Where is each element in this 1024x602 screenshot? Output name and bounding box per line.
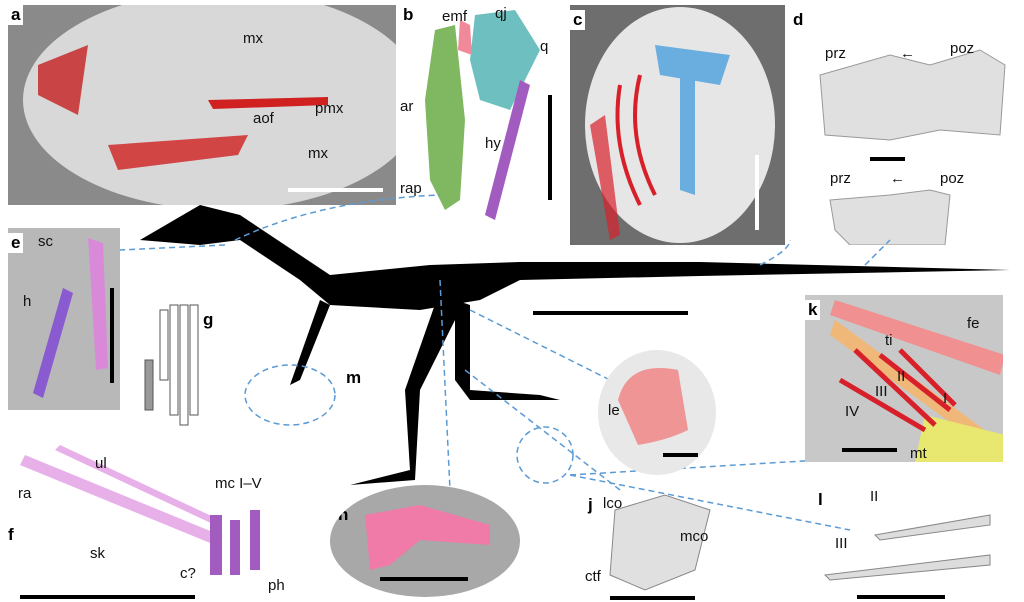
label-IV: IV: [845, 403, 860, 420]
label-ti: ti: [885, 332, 893, 349]
label-II: II: [870, 488, 879, 505]
scale-bar: [857, 595, 945, 599]
panel-e-shoulder: e sc h: [8, 228, 120, 410]
scale-bar: [380, 577, 468, 581]
label-ar: ar: [400, 98, 414, 115]
label-hy: hy: [485, 135, 501, 152]
panel-f-forearm: f ul ra mc I–V sk c? ph: [0, 425, 300, 602]
panel-letter: l: [815, 490, 826, 510]
label-lco: lco: [603, 495, 623, 512]
label-prz-2: prz: [830, 170, 851, 187]
scale-bar: [842, 448, 897, 452]
label-sk: sk: [90, 545, 105, 562]
label-rap: rap: [400, 180, 422, 197]
scale-bar: [110, 288, 114, 383]
panel-letter: j: [585, 495, 596, 515]
scale-bar: [288, 188, 383, 192]
label-q: q: [540, 38, 549, 55]
label-prz: prz: [825, 45, 846, 62]
label-mco: mco: [680, 528, 709, 545]
label-ul: ul: [95, 455, 107, 472]
label-mt: mt: [910, 445, 927, 462]
scale-bar: [20, 595, 195, 599]
arrow-anterior-2: ←: [890, 170, 905, 187]
label-mc: mc I–V: [215, 475, 262, 492]
panel-letter: c: [570, 10, 586, 30]
panel-letter: k: [805, 300, 821, 320]
skeleton-scale-bar: [533, 311, 688, 315]
panel-letter: f: [5, 525, 17, 545]
panel-letter: a: [8, 5, 24, 25]
label-poz: poz: [950, 40, 975, 57]
panel-b-jaw: b emf qj q ar hy rap: [400, 0, 565, 228]
label-sc: sc: [38, 233, 53, 250]
scale-bar: [548, 95, 552, 200]
label-pmx: pmx: [315, 100, 344, 117]
label-ph: ph: [268, 577, 285, 594]
label-ctf: ctf: [585, 568, 601, 585]
scale-bar: [663, 453, 698, 457]
panel-a-skull: a mx pmx aof mx: [8, 5, 396, 205]
panel-h-pelvis: h: [330, 485, 520, 597]
label-emf: emf: [442, 8, 468, 25]
label-mx-2: mx: [308, 145, 328, 162]
arrow-anterior: ←: [900, 45, 915, 62]
panel-letter: e: [8, 233, 24, 253]
panel-letter: g: [200, 310, 217, 330]
panel-letter: d: [790, 10, 807, 30]
label-aof: aof: [253, 110, 274, 127]
scale-bar: [755, 155, 759, 230]
panel-letter: h: [338, 505, 349, 524]
label-fe: fe: [967, 315, 980, 332]
scale-bar: [610, 596, 695, 600]
label-qj: qj: [495, 5, 507, 22]
panel-c-cast: c: [570, 5, 785, 245]
label-mx: mx: [243, 30, 263, 47]
panel-letter-m: m: [343, 368, 365, 388]
scale-bar: [870, 157, 905, 161]
panel-d-vertebrae: d prz ← poz prz ← poz: [790, 5, 1020, 245]
panel-g-hand: g: [140, 300, 220, 430]
label-I: I: [943, 390, 948, 407]
panel-j-tarsal: j lco mco ctf: [585, 490, 720, 602]
panel-k-hindlimb: k fe ti II I III IV mt: [805, 295, 1003, 462]
panel-i-claw: i le: [598, 350, 716, 475]
label-h: h: [23, 293, 32, 310]
panel-letter: i: [603, 365, 608, 384]
label-II: II: [897, 368, 906, 385]
label-III: III: [875, 383, 888, 400]
label-III: III: [835, 535, 848, 552]
panel-l-phalanges: l II III: [815, 480, 1000, 602]
label-le: le: [608, 402, 620, 419]
label-c: c?: [180, 565, 196, 582]
panel-letter: b: [400, 5, 417, 25]
label-ra: ra: [18, 485, 32, 502]
label-poz-2: poz: [940, 170, 965, 187]
